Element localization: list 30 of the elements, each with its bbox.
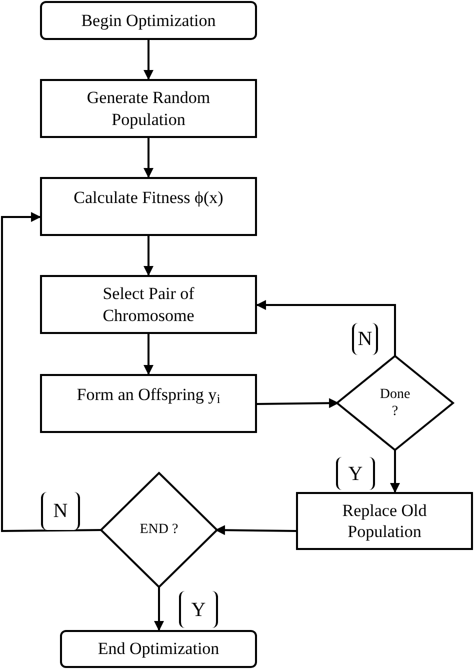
arrow [144, 40, 154, 80]
arrow [256, 300, 396, 357]
arrow [144, 138, 154, 178]
edge-label: Y [179, 591, 218, 628]
process-box [40, 275, 257, 334]
arrow [1, 212, 102, 532]
arrow [390, 449, 400, 493]
node-label: End Optimization [96, 638, 220, 660]
edge-label: N [41, 492, 80, 530]
node-label: Generate Random Population [86, 87, 212, 130]
process-box [40, 79, 257, 138]
edge-label: Y [336, 457, 375, 490]
node-label: Replace Old Population [341, 500, 428, 542]
terminal-box [60, 630, 257, 668]
terminal-box [40, 1, 257, 40]
edge-label: N [352, 323, 378, 355]
arrow [144, 334, 154, 375]
process-box [40, 177, 257, 236]
process-box [40, 374, 257, 433]
node-label: Done ? [378, 386, 412, 420]
arrow [215, 525, 296, 536]
node-label: Select Pair of Chromosome [102, 283, 196, 326]
arrow [256, 398, 339, 408]
arrow [154, 586, 164, 631]
arrow [144, 236, 154, 276]
node-label: Form an Offspring y$_{i}$ [76, 384, 222, 406]
node-label: Calculate Fitness ϕ(x) [72, 187, 224, 208]
node-label: Begin Optimization [80, 10, 217, 32]
process-box [296, 492, 473, 550]
node-label: END ? [139, 521, 179, 539]
